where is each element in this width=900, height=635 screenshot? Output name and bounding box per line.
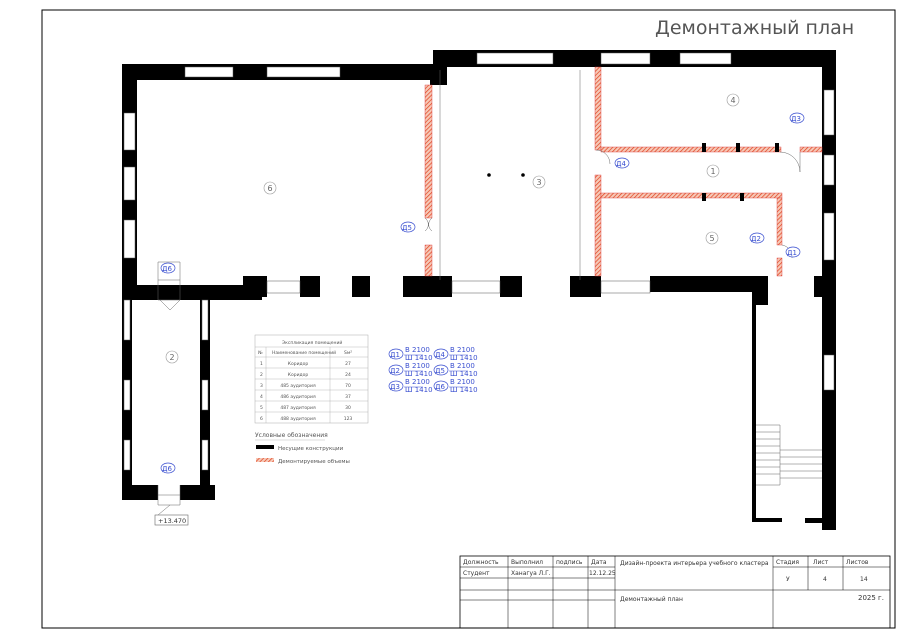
door-spec-height: В 2100: [450, 346, 475, 354]
svg-text:Демонтажный план: Демонтажный план: [620, 596, 683, 603]
svg-text:Выполнил: Выполнил: [511, 559, 543, 566]
door-spec-tag: [388, 348, 404, 360]
svg-text:подпись: подпись: [556, 559, 583, 566]
svg-text:Экспликация помещений: Экспликация помещений: [282, 339, 342, 346]
svg-text:Демонтируемые объемы: Демонтируемые объемы: [278, 459, 350, 465]
svg-text:12.12.25: 12.12.25: [589, 570, 616, 577]
table-cell-number: 6: [260, 416, 263, 422]
svg-text:6: 6: [267, 184, 272, 193]
door-spec-tag: [433, 364, 449, 376]
door-spec-tag: [388, 364, 404, 376]
svg-text:2: 2: [169, 353, 174, 362]
door-spec-id: Д1: [390, 351, 400, 359]
svg-text:5: 5: [709, 234, 714, 243]
svg-text:Д4: Д4: [616, 160, 626, 168]
elevation-mark: +13.470: [158, 517, 186, 525]
svg-text:Лист: Лист: [813, 559, 829, 566]
svg-text:Д5: Д5: [402, 224, 412, 232]
door-spec-width: Ш 1410: [450, 370, 478, 378]
svg-text:№: №: [258, 350, 263, 356]
svg-text:14: 14: [860, 576, 868, 583]
svg-text:Дата: Дата: [591, 559, 607, 566]
door-spec-height: В 2100: [405, 346, 430, 354]
table-cell-number: 2: [260, 372, 263, 378]
door-spec-id: Д6: [435, 383, 445, 391]
door-spec-height: В 2100: [450, 378, 475, 386]
door-spec-height: В 2100: [405, 378, 430, 386]
svg-text:Д1: Д1: [787, 249, 797, 257]
svg-text:Наименование помещений: Наименование помещений: [272, 349, 336, 356]
door-spec-id: Д4: [435, 351, 445, 359]
svg-text:Листов: Листов: [846, 559, 869, 566]
table-cell-area: 37: [345, 394, 351, 400]
door-spec-height: В 2100: [405, 362, 430, 370]
svg-text:Д6: Д6: [162, 465, 172, 473]
svg-text:Стадия: Стадия: [776, 559, 799, 566]
explication-table: Экспликация помещений № Наименование поме…: [254, 334, 369, 424]
table-cell-name: 485 аудитория: [280, 383, 316, 389]
table-cell-name: 487 аудитория: [280, 405, 316, 411]
door-spec-width: Ш 1410: [405, 386, 433, 394]
svg-text:2025 г.: 2025 г.: [858, 594, 884, 602]
svg-text:У: У: [786, 576, 790, 583]
table-cell-name: 488 аудитория: [280, 416, 316, 422]
door-spec-id: Д2: [390, 367, 400, 375]
table-cell-number: 4: [260, 394, 263, 400]
svg-text:Несущие конструкции: Несущие конструкции: [278, 446, 344, 452]
table-cell-area: 27: [345, 361, 351, 367]
room-labels: 1 2 3 4 5 6: [165, 93, 740, 364]
table-cell-number: 1: [260, 361, 263, 367]
svg-text:Условные обозначения: Условные обозначения: [255, 432, 328, 439]
svg-text:4: 4: [823, 576, 827, 583]
svg-text:Sм²: Sм²: [344, 350, 352, 356]
table-cell-area: 123: [344, 416, 353, 422]
svg-text:Должность: Должность: [463, 559, 499, 566]
table-cell-name: 486 аудитория: [280, 394, 316, 400]
svg-text:1: 1: [710, 167, 715, 176]
svg-text:4: 4: [730, 96, 735, 105]
stairs: [157, 70, 822, 516]
demolition-walls: [424, 66, 823, 277]
table-cell-area: 70: [345, 383, 351, 389]
table-cell-area: 24: [345, 372, 351, 378]
table-cell-name: Коридор: [288, 361, 309, 367]
title-block: Должность Выполнил подпись Дата Студент Хана…: [459, 555, 891, 629]
door-spec-tag: [433, 348, 449, 360]
svg-text:Дизайн-проекта интерьера учебн: Дизайн-проекта интерьера учебного класте…: [620, 560, 769, 567]
sheet-title: Демонтажный план: [655, 17, 854, 39]
svg-text:3: 3: [536, 178, 541, 187]
door-spec-tag: [388, 380, 404, 392]
door-spec-height: В 2100: [450, 362, 475, 370]
table-cell-name: Коридор: [288, 372, 309, 378]
door-spec-width: Ш 1410: [450, 386, 478, 394]
door-spec-width: Ш 1410: [405, 370, 433, 378]
sheet-frame: [41, 9, 896, 629]
windows: [123, 52, 835, 471]
svg-text:Ханагуа Л.Г.: Ханагуа Л.Г.: [511, 570, 551, 577]
door-spec-width: Ш 1410: [450, 354, 478, 362]
table-cell-number: 5: [260, 405, 263, 411]
door-spec-id: Д5: [435, 367, 445, 375]
svg-text:Студент: Студент: [463, 570, 490, 577]
door-spec-id: Д3: [390, 383, 400, 391]
svg-text:Д6: Д6: [162, 265, 172, 273]
door-spec-tag: [433, 380, 449, 392]
door-spec-width: Ш 1410: [405, 354, 433, 362]
svg-text:Д2: Д2: [751, 235, 761, 243]
door-tags: Д1 Д2 Д3 Д4 Д5 Д6 Д6: [160, 112, 805, 474]
table-cell-area: 30: [345, 405, 351, 411]
svg-text:Д3: Д3: [791, 115, 801, 123]
legend: Условные обозначения Несущие конструкции…: [255, 432, 350, 465]
table-cell-number: 3: [260, 383, 263, 389]
